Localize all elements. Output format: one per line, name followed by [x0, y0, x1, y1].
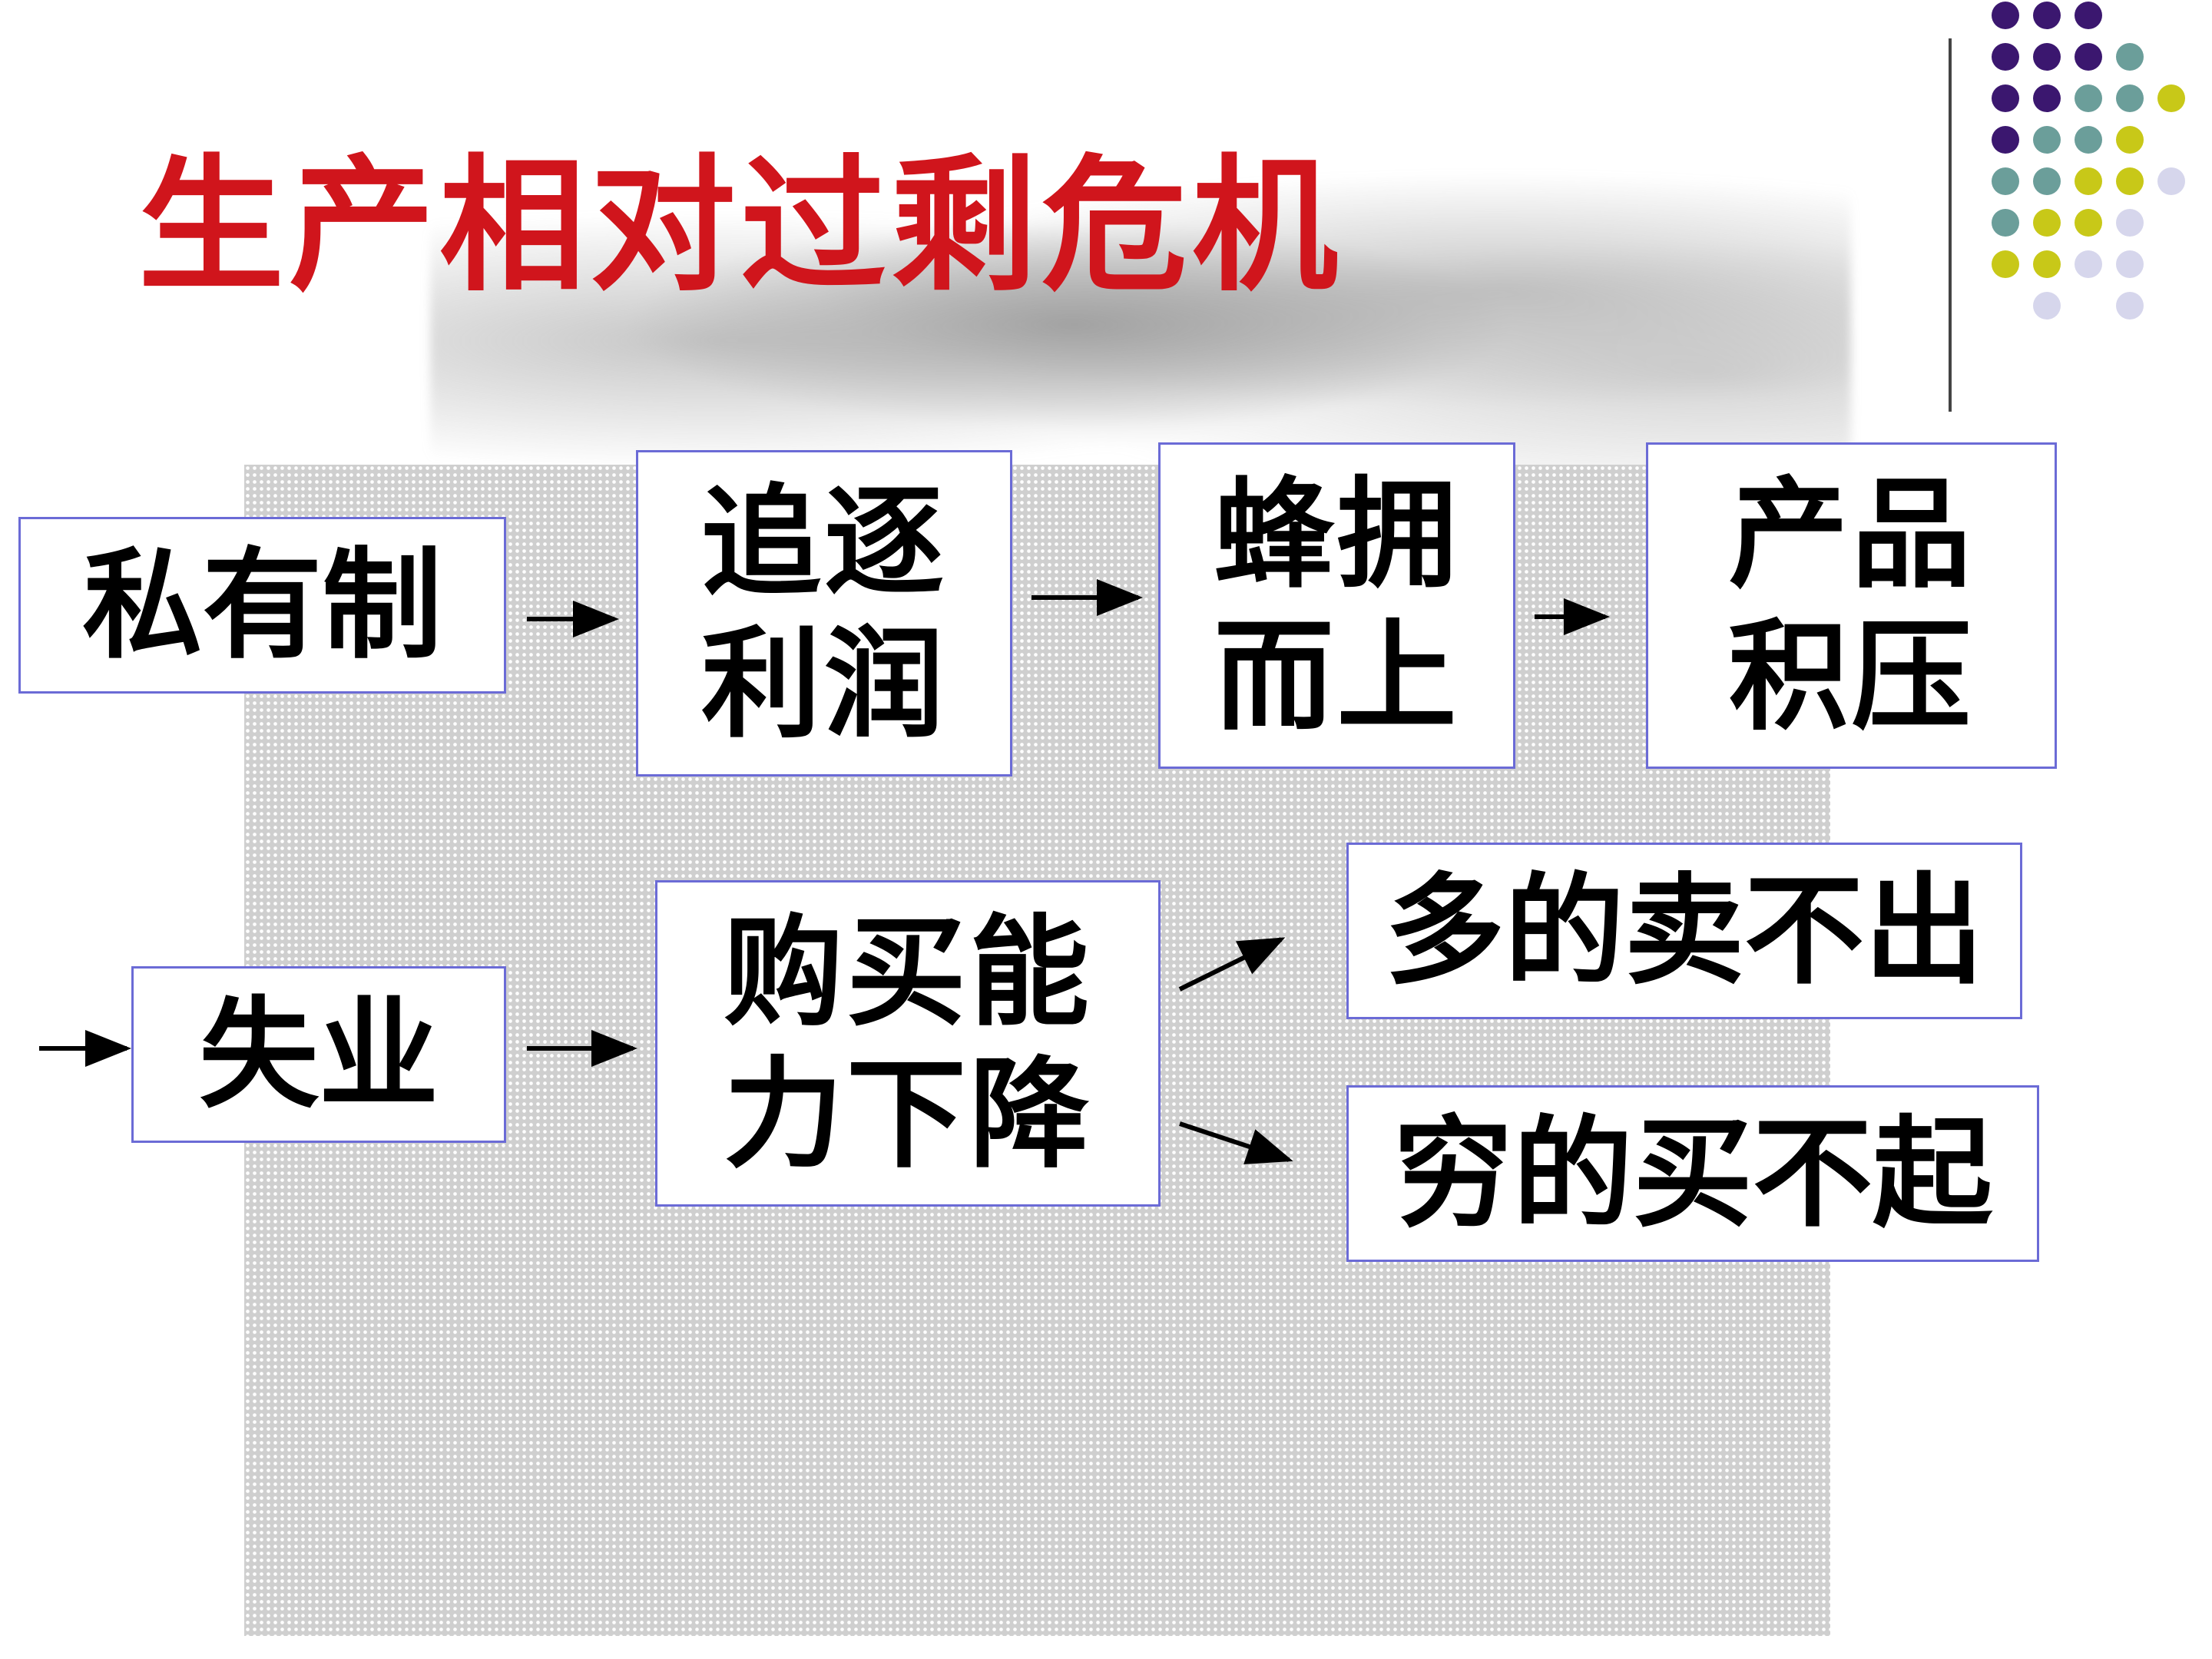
node-overstock: 产品积压: [1646, 442, 2057, 769]
decorative-dot: [1992, 209, 2019, 237]
node-poor-cannot-afford-label: 穷的买不起: [1393, 1103, 1992, 1243]
node-purchasing-power-drop: 购买能力下降: [655, 880, 1161, 1207]
decorative-dot: [2116, 126, 2144, 154]
decorative-dot: [2033, 250, 2061, 278]
node-private-ownership-label: 私有制: [82, 535, 442, 675]
decorative-dot: [2033, 209, 2061, 237]
node-rush-in: 蜂拥而上: [1158, 442, 1515, 769]
node-pursue-profit: 追逐利润: [636, 450, 1012, 777]
decorative-dot: [2116, 167, 2144, 195]
node-purchasing-power-drop-label: 购买能力下降: [724, 902, 1092, 1184]
decorative-dot: [2033, 292, 2061, 320]
decorative-dot: [2033, 84, 2061, 112]
node-private-ownership: 私有制: [18, 517, 506, 694]
node-rush-in-label: 蜂拥而上: [1214, 465, 1460, 747]
decorative-dot: [1992, 250, 2019, 278]
decorative-dot: [1992, 126, 2019, 154]
decorative-dot: [2033, 43, 2061, 71]
node-unemployment: 失业: [131, 966, 506, 1143]
node-too-much-unsold-label: 多的卖不出: [1385, 860, 1984, 1001]
decorative-dot: [2116, 292, 2144, 320]
decorative-dot: [1992, 2, 2019, 29]
arrow-power-to-cannot-afford: [1179, 1121, 1293, 1164]
decorative-dot: [2116, 250, 2144, 278]
faded-photo-background: [430, 138, 1851, 476]
node-overstock-label: 产品积压: [1728, 465, 1975, 747]
decorative-dot: [2116, 43, 2144, 71]
arrow-power-to-unsold: [1178, 937, 1286, 992]
decorative-dot: [2075, 43, 2102, 71]
decorative-dot: [2116, 209, 2144, 237]
slide-title: 生产相对过剩危机: [138, 141, 1343, 311]
decorative-dot: [1992, 43, 2019, 71]
decorative-dot: [2116, 84, 2144, 112]
decorative-dot: [2157, 84, 2185, 112]
decorative-dot: [2075, 84, 2102, 112]
decorative-dot: [2033, 2, 2061, 29]
decorative-dot: [2075, 250, 2102, 278]
node-unemployment-label: 失业: [199, 984, 439, 1124]
decorative-dot: [2075, 126, 2102, 154]
decorative-dot: [2157, 167, 2185, 195]
decorative-dot: [2075, 209, 2102, 237]
decorative-dot: [2033, 167, 2061, 195]
decorative-dot: [1992, 167, 2019, 195]
decorative-dot: [1992, 84, 2019, 112]
divider-line: [1949, 38, 1952, 412]
decorative-dot: [2075, 167, 2102, 195]
node-poor-cannot-afford: 穷的买不起: [1346, 1085, 2039, 1262]
decorative-dot: [2033, 126, 2061, 154]
node-pursue-profit-label: 追逐利润: [701, 472, 947, 754]
node-too-much-unsold: 多的卖不出: [1346, 843, 2022, 1019]
decorative-dot: [2075, 2, 2102, 29]
